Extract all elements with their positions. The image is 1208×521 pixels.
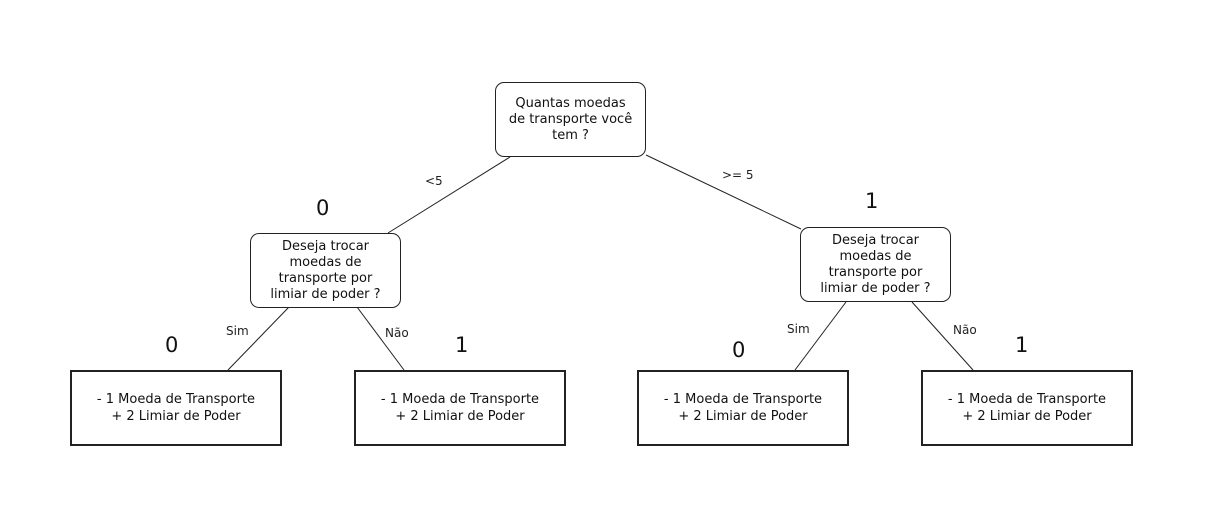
edge-label-left-sim: Sim [226, 324, 249, 338]
leaf-text-4: - 1 Moeda de Transporte + 2 Limiar de Po… [947, 392, 1107, 424]
edge-label-left-nao: Não [385, 326, 409, 340]
edge-right-no [911, 301, 974, 371]
leaf-text-1: - 1 Moeda de Transporte + 2 Limiar de Po… [96, 392, 256, 424]
edge-root-right [645, 154, 802, 230]
leaf-node-1: - 1 Moeda de Transporte + 2 Limiar de Po… [70, 370, 282, 446]
edge-left-no [356, 306, 405, 371]
edge-root-left [387, 156, 511, 234]
score-leaf-3: 0 [732, 338, 746, 362]
score-leaf-2: 1 [455, 333, 469, 357]
score-leaf-4: 1 [1015, 333, 1029, 357]
right-decision-node: Deseja trocar moedas de transporte por l… [800, 227, 951, 302]
leaf-node-2: - 1 Moeda de Transporte + 2 Limiar de Po… [354, 370, 566, 446]
edge-left-yes [227, 306, 290, 371]
right-decision-text: Deseja trocar moedas de transporte por l… [820, 232, 931, 296]
leaf-node-4: - 1 Moeda de Transporte + 2 Limiar de Po… [921, 370, 1133, 446]
root-decision-node: Quantas moedas de transporte você tem ? [495, 82, 646, 157]
left-decision-text: Deseja trocar moedas de transporte por l… [270, 238, 381, 302]
edge-label-right-nao: Não [953, 323, 977, 337]
leaf-node-3: - 1 Moeda de Transporte + 2 Limiar de Po… [637, 370, 849, 446]
score-right-decision: 1 [865, 189, 879, 213]
score-leaf-1: 0 [165, 333, 179, 357]
score-left-decision: 0 [316, 196, 330, 220]
root-decision-text: Quantas moedas de transporte você tem ? [508, 95, 633, 143]
leaf-text-3: - 1 Moeda de Transporte + 2 Limiar de Po… [663, 392, 823, 424]
leaf-text-2: - 1 Moeda de Transporte + 2 Limiar de Po… [380, 392, 540, 424]
edge-label-right-sim: Sim [787, 322, 810, 336]
edge-label-greater-equal-5: >= 5 [722, 168, 754, 182]
edge-right-yes [794, 301, 847, 371]
edge-label-less-than-5: <5 [425, 174, 443, 188]
left-decision-node: Deseja trocar moedas de transporte por l… [250, 233, 401, 308]
